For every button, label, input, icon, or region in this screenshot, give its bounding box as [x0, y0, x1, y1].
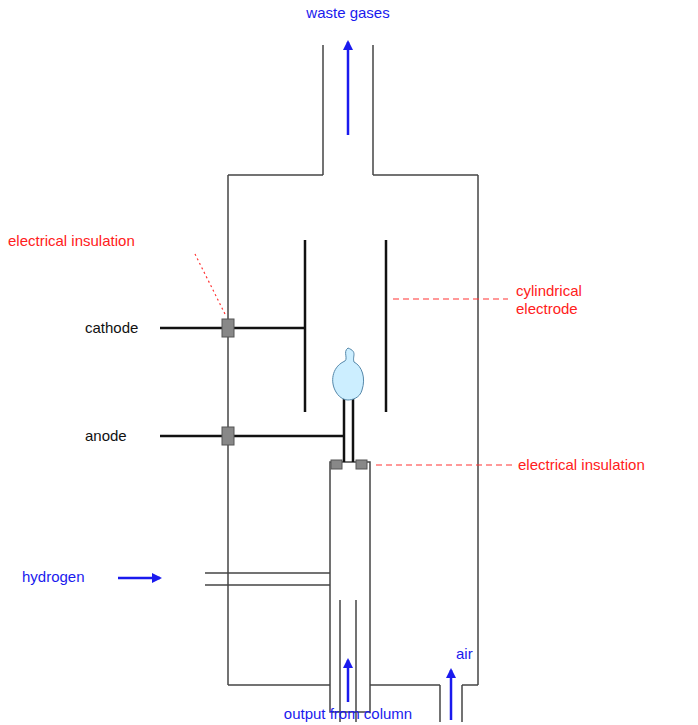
part-label: cylindrical electrode — [516, 282, 616, 318]
flow-label: waste gases — [306, 4, 389, 22]
part-label: electrical insulation — [8, 232, 135, 250]
flow-label: air — [456, 645, 473, 663]
terminal-label: anode — [85, 427, 127, 445]
terminal-label: cathode — [85, 319, 138, 337]
flow-label: hydrogen — [22, 568, 85, 586]
part-label: electrical insulation — [518, 456, 645, 474]
flow-label: output from column — [284, 705, 412, 723]
